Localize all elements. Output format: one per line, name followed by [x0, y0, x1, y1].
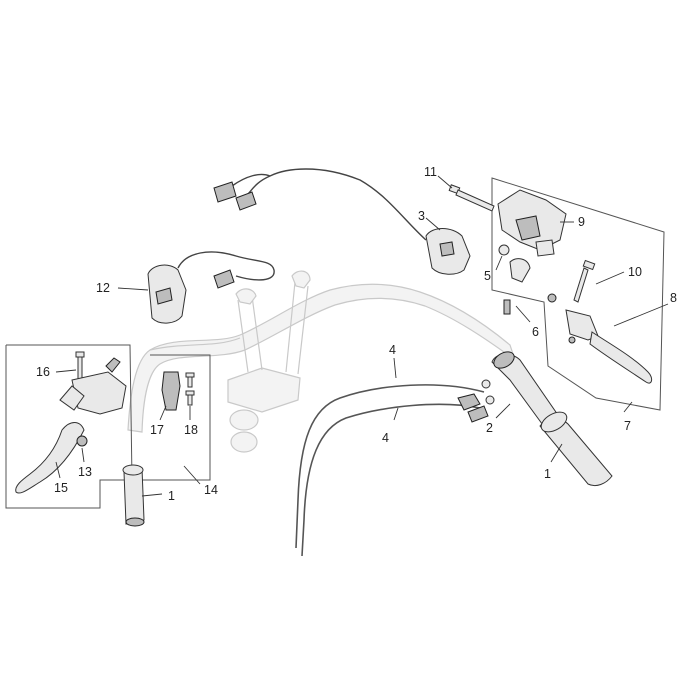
callout-10: 10: [628, 265, 642, 279]
part-4-throttle-cables: [295, 379, 495, 557]
part-5-washer: [498, 244, 510, 256]
part-16-screw: [75, 351, 85, 380]
part-9-master-cylinder: [497, 189, 567, 257]
detail-frame-left: [6, 344, 211, 481]
callout-4-bottom: 4: [382, 431, 389, 445]
detail-frame-right: [491, 177, 665, 411]
part-1-left-grip: [122, 464, 145, 527]
handlebar-ghost: [127, 283, 517, 433]
part-13-nut: [76, 435, 88, 447]
callout-16: 16: [36, 365, 50, 379]
callout-1-left: 1: [168, 489, 175, 503]
part-3-right-switch: [213, 168, 471, 275]
callout-13: 13: [78, 465, 92, 479]
part-1-right-grip: [539, 411, 613, 487]
callout-7: 7: [624, 419, 631, 433]
part-6-clamp: [503, 258, 531, 315]
callout-4-top: 4: [389, 343, 396, 357]
callout-6: 6: [532, 325, 539, 339]
callout-12: 12: [96, 281, 110, 295]
callout-9: 9: [578, 215, 585, 229]
steering-head-ghost: [227, 270, 311, 453]
part-17-clamp: [161, 371, 181, 411]
part-nut-small: [547, 293, 557, 303]
callout-11: 11: [424, 165, 437, 179]
part-2-throttle-tube: [491, 351, 561, 433]
callout-14: 14: [204, 483, 218, 497]
part-10-bolt: [573, 259, 596, 303]
callout-8: 8: [670, 291, 677, 305]
part-11-screw: [448, 184, 495, 212]
part-8-brake-lever: [565, 309, 653, 384]
part-18-screws: [185, 372, 195, 406]
callouts: 11 9 3 5 6 10 8 7 12 2 1 4 4 16 17 18 13…: [36, 165, 677, 503]
callout-15: 15: [54, 481, 68, 495]
callout-1-right: 1: [544, 467, 551, 481]
callout-5: 5: [484, 269, 491, 283]
callout-2: 2: [486, 421, 493, 435]
part-12-left-switch: [147, 251, 275, 324]
part-15-clutch-lever: [15, 371, 127, 494]
callout-3: 3: [418, 209, 425, 223]
leader-lines: [55, 175, 669, 497]
callout-17: 17: [150, 423, 164, 437]
callout-18: 18: [184, 423, 198, 437]
part-grease-nipple: [105, 357, 121, 373]
